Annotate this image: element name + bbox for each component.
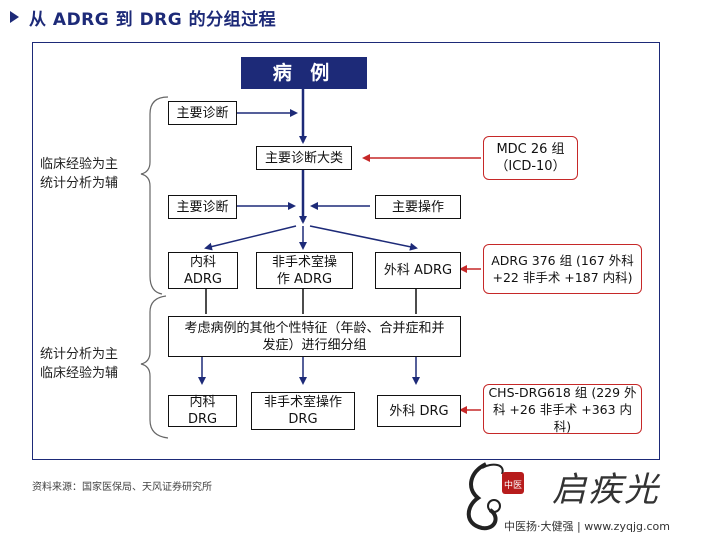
adrg-surgical-box: 外科 ADRG: [375, 252, 461, 289]
note-adrg-box: ADRG 376 组 (167 外科 +22 非手术 +187 内科): [483, 244, 642, 294]
triangle-icon: [10, 11, 19, 23]
adrg-internal-label: 内科 ADRG: [183, 254, 222, 287]
page-title: 从 ADRG 到 DRG 的分组过程: [29, 9, 277, 30]
case-label: 病 例: [272, 61, 336, 84]
source-note: 资料来源：国家医保局、天风证券研究所: [32, 482, 212, 493]
note-mdc-label: MDC 26 组 （ICD-10）: [495, 142, 566, 174]
branch-right: [309, 225, 418, 251]
note-drg-label: CHS-DRG618 组 (229 外 科 +26 非手术 +363 内科): [488, 384, 637, 434]
brace-top: [140, 96, 169, 295]
side-label-top: 临床经验为主 统计分析为辅: [40, 157, 119, 191]
note-drg-box: CHS-DRG618 组 (229 外 科 +26 非手术 +363 内科): [483, 384, 642, 434]
major-operation-label: 主要操作: [391, 199, 444, 215]
adrg-nonsurgical-box: 非手术室操 作 ADRG: [256, 252, 353, 289]
drg-internal-box: 内科 DRG: [168, 395, 237, 427]
drg-surgical-label: 外科 DRG: [389, 403, 449, 419]
drg-nonsurgical-box: 非手术室操作 DRG: [251, 392, 355, 430]
branch-left: [204, 225, 297, 251]
case-box: 病 例: [241, 57, 367, 89]
mdc-box: 主要诊断大类: [256, 146, 352, 170]
watermark-subtitle: 中医扬·大健强 | www.zyqjg.com: [504, 520, 670, 533]
drg-nonsurgical-label: 非手术室操作 DRG: [263, 395, 342, 427]
watermark-name: 启疾光: [552, 470, 660, 510]
consider-features-label: 考虑病例的其他个性特征（年龄、合并症和并 发症）进行细分组: [184, 320, 445, 353]
note-mdc-box: MDC 26 组 （ICD-10）: [483, 136, 578, 180]
watermark-logo-text: 中医: [504, 479, 522, 491]
mdc-label: 主要诊断大类: [264, 150, 343, 166]
drg-surgical-box: 外科 DRG: [377, 395, 461, 427]
side-label-bottom: 统计分析为主 临床经验为辅: [40, 347, 119, 381]
adrg-internal-box: 内科 ADRG: [168, 252, 238, 289]
major-diagnosis-label-2: 主要诊断: [176, 199, 229, 215]
diagram-frame: [32, 42, 660, 460]
adrg-nonsurgical-label: 非手术室操 作 ADRG: [271, 254, 337, 287]
major-diagnosis-box-2: 主要诊断: [168, 195, 237, 219]
brace-bottom: [140, 295, 169, 439]
drg-internal-label: 内科 DRG: [187, 395, 218, 427]
major-diagnosis-box-1: 主要诊断: [168, 101, 237, 125]
header: 从 ADRG 到 DRG 的分组过程: [10, 6, 277, 30]
watermark-logo-icon: 中医: [466, 462, 524, 531]
consider-features-box: 考虑病例的其他个性特征（年龄、合并症和并 发症）进行细分组: [168, 316, 461, 357]
note-adrg-label: ADRG 376 组 (167 外科 +22 非手术 +187 内科): [491, 253, 634, 285]
adrg-surgical-label: 外科 ADRG: [383, 263, 453, 278]
major-diagnosis-label-1: 主要诊断: [176, 105, 229, 121]
major-operation-box: 主要操作: [375, 195, 461, 219]
